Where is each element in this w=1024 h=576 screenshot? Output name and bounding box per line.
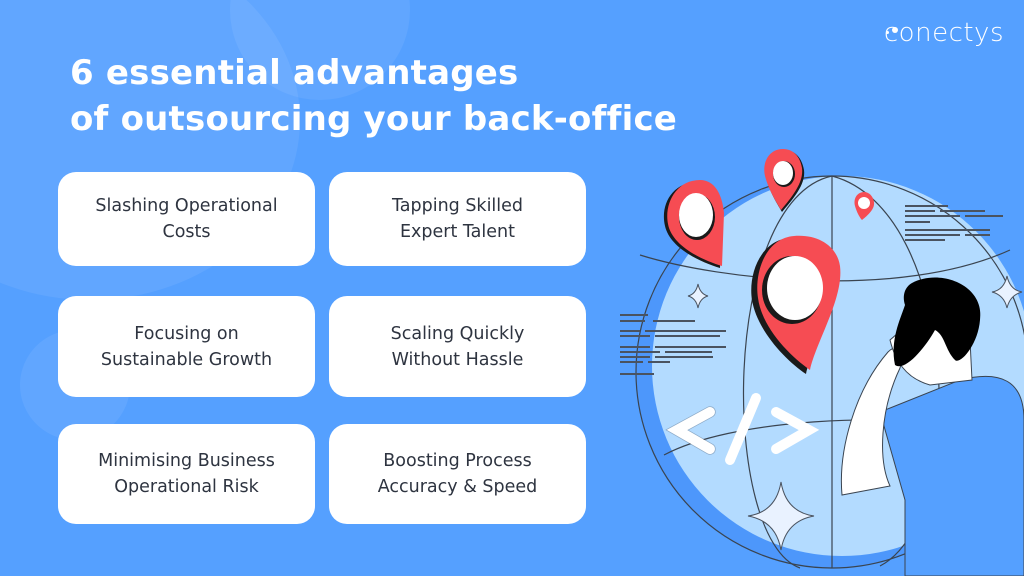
- advantage-card-accuracy: Boosting Process Accuracy & Speed: [329, 424, 586, 524]
- advantage-card-growth: Focusing on Sustainable Growth: [58, 296, 315, 397]
- person-icon: [840, 277, 1024, 576]
- card-line-1: Focusing on: [134, 323, 239, 344]
- card-line-2: Without Hassle: [391, 349, 524, 370]
- card-line-2: Accuracy & Speed: [377, 477, 538, 497]
- text-lines-icon: [905, 205, 1003, 241]
- code-brackets-icon: [665, 393, 820, 465]
- advantage-card-costs: Slashing Operational Costs: [58, 172, 315, 266]
- globe-illustration: [620, 149, 1024, 576]
- card-line-1: Tapping Skilled: [391, 196, 524, 216]
- sparkle-icon: [687, 275, 1023, 551]
- location-pin-icon: [764, 149, 805, 212]
- card-line-1: Minimising Business: [98, 451, 275, 471]
- title-line-1: 6 essential advantages: [70, 53, 519, 93]
- card-line-2: Expert Talent: [399, 222, 515, 242]
- card-line-1: Slashing Operational: [95, 196, 278, 216]
- brand-logo: conectys: [884, 18, 1004, 48]
- logo-text: conectys: [883, 18, 1004, 48]
- location-pin-icon: [751, 235, 841, 374]
- page-title: 6 essential advantages of outsourcing yo…: [70, 50, 677, 142]
- title-line-2: of outsourcing your back-office: [70, 99, 678, 139]
- card-line-2: Operational Risk: [114, 477, 259, 497]
- card-line-1: Scaling Quickly: [390, 323, 525, 344]
- advantage-card-talent: Tapping Skilled Expert Talent: [329, 172, 586, 266]
- location-pin-icon: [854, 192, 875, 220]
- advantage-card-scaling: Scaling Quickly Without Hassle: [329, 296, 586, 397]
- card-line-2: Costs: [162, 222, 211, 242]
- advantage-card-risk: Minimising Business Operational Risk: [58, 424, 315, 524]
- card-line-1: Boosting Process: [383, 451, 532, 471]
- text-lines-icon: [620, 314, 726, 375]
- card-line-2: Sustainable Growth: [100, 349, 273, 370]
- location-pin-icon: [663, 180, 724, 268]
